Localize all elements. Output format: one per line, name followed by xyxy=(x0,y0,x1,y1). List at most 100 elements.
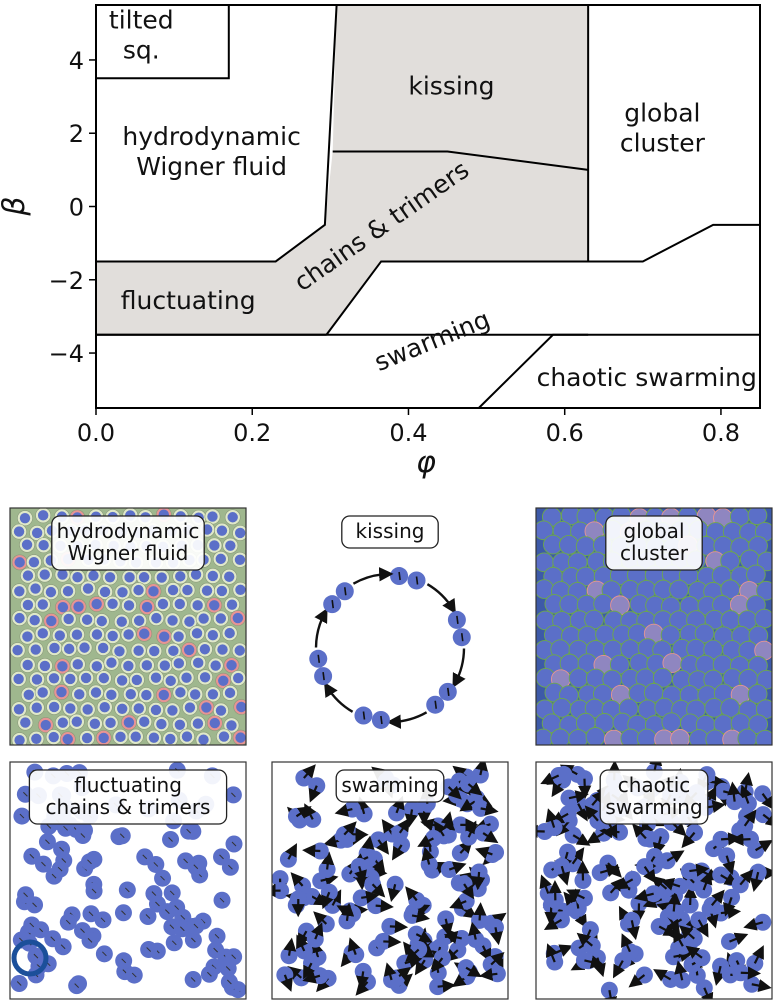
orientation-mark xyxy=(46,824,52,829)
velocity-arrow xyxy=(447,785,462,800)
velocity-arrow xyxy=(459,798,476,812)
particle xyxy=(189,689,201,700)
particle xyxy=(181,672,192,683)
velocity-arrow xyxy=(383,935,402,949)
panel-content xyxy=(272,762,507,996)
shaded-region xyxy=(332,5,589,170)
particle xyxy=(114,646,125,657)
particle xyxy=(224,687,236,699)
velocity-arrow xyxy=(417,834,434,847)
orientation-mark xyxy=(131,972,137,978)
particle xyxy=(117,587,128,598)
orientation-mark xyxy=(32,902,37,908)
particle xyxy=(123,717,135,728)
velocity-arrow xyxy=(375,899,394,913)
particle xyxy=(88,570,99,581)
velocity-arrow xyxy=(576,932,593,947)
panel-label-text: hydrodynamic xyxy=(57,519,200,543)
orientation-mark xyxy=(183,858,188,864)
velocity-arrow xyxy=(482,830,499,844)
velocity-arrow xyxy=(354,866,367,884)
particle xyxy=(568,668,589,688)
orientation-mark xyxy=(460,633,464,642)
rotation-arrow xyxy=(314,607,328,648)
velocity-arrow xyxy=(303,962,316,980)
particle xyxy=(756,580,772,601)
panel-frame xyxy=(271,761,509,1000)
region-label: fluctuating xyxy=(121,286,256,315)
velocity-arrow xyxy=(287,966,303,980)
particle xyxy=(28,556,40,568)
panel-frame xyxy=(535,507,773,746)
velocity-arrow xyxy=(743,917,764,931)
particle xyxy=(173,631,184,642)
particle xyxy=(757,551,772,572)
particle xyxy=(148,586,159,597)
velocity-arrow xyxy=(584,805,599,822)
particle xyxy=(62,586,74,597)
particle xyxy=(234,554,246,565)
orientation-mark xyxy=(74,983,80,988)
particle xyxy=(20,717,31,728)
particle xyxy=(207,570,219,582)
particle xyxy=(123,629,134,640)
orientation-mark xyxy=(165,909,170,914)
orientation-mark xyxy=(29,853,35,859)
panel-content xyxy=(309,567,471,729)
particle xyxy=(209,600,220,611)
velocity-arrow xyxy=(465,964,482,978)
orientation-mark xyxy=(63,825,68,831)
particle xyxy=(65,673,76,685)
particle xyxy=(159,660,171,671)
particle xyxy=(90,687,102,698)
velocity-arrow xyxy=(475,762,488,776)
particle xyxy=(652,667,673,688)
particle xyxy=(99,701,110,713)
particle xyxy=(158,689,170,701)
particle xyxy=(22,659,33,671)
velocity-arrow xyxy=(612,960,626,979)
particle xyxy=(104,572,116,583)
velocity-arrow xyxy=(739,869,754,886)
particle xyxy=(746,564,766,585)
particle xyxy=(73,601,84,612)
particle xyxy=(225,540,236,551)
particle xyxy=(694,623,715,644)
particle xyxy=(216,585,228,597)
velocity-arrow xyxy=(468,921,482,940)
orientation-mark xyxy=(213,947,219,953)
particle xyxy=(116,675,128,686)
particle xyxy=(31,702,42,713)
particle xyxy=(139,628,150,639)
particle xyxy=(184,702,196,713)
panel-frame xyxy=(9,761,247,1000)
velocity-arrow xyxy=(626,920,640,941)
velocity-arrow xyxy=(391,844,405,861)
panel-label-box xyxy=(335,769,445,803)
particle xyxy=(125,688,137,700)
particle xyxy=(199,672,211,683)
orientation-mark xyxy=(151,891,157,897)
particle xyxy=(559,534,579,555)
y-tick-label: 4 xyxy=(69,47,84,75)
orientation-mark xyxy=(16,981,22,986)
velocity-arrow xyxy=(283,937,297,956)
particle xyxy=(49,642,60,654)
velocity-arrow xyxy=(375,839,389,855)
velocity-arrow xyxy=(308,785,321,803)
velocity-arrow xyxy=(750,871,763,892)
particle xyxy=(130,731,141,742)
orientation-mark xyxy=(191,937,196,943)
particle xyxy=(191,628,203,639)
velocity-arrow xyxy=(674,960,688,981)
velocity-arrow xyxy=(411,909,431,923)
velocity-arrow xyxy=(743,809,757,827)
velocity-arrow xyxy=(578,778,592,799)
orientation-mark xyxy=(121,910,126,916)
particle xyxy=(165,733,176,745)
velocity-arrow xyxy=(329,889,342,906)
phase-boundary xyxy=(96,5,230,80)
particle xyxy=(96,615,108,627)
